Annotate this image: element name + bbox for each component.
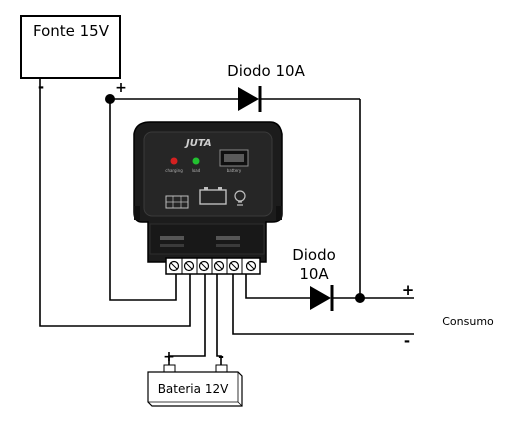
wire-source-positive	[109, 99, 177, 301]
controller-brand: JUTA	[184, 138, 212, 149]
led-red-label: charging	[165, 168, 183, 173]
power-source-label: Fonte 15V	[33, 22, 110, 40]
diode-bottom-label-line1: Diodo	[292, 246, 336, 264]
battery-icon	[199, 187, 227, 205]
source-minus-sign: -	[38, 78, 44, 96]
solar-panel-icon	[165, 195, 189, 209]
battery-label: Bateria 12V	[158, 382, 229, 396]
battery-plus-sign: +	[163, 349, 175, 365]
wire-source-negative	[39, 78, 191, 327]
led-green-icon	[192, 157, 200, 165]
diode-top	[238, 86, 262, 112]
battery-minus-sign: -	[218, 349, 224, 365]
terminal-block	[165, 257, 261, 275]
load-label: Consumo	[442, 315, 494, 328]
wire-load-negative	[232, 272, 414, 335]
diode-bottom	[310, 285, 334, 311]
wire-battery-negative	[216, 272, 222, 370]
source-plus-sign: +	[115, 80, 127, 96]
junction-dot	[105, 94, 115, 104]
load-minus-sign: -	[404, 332, 410, 350]
lamp-icon	[234, 190, 246, 206]
load-plus-sign: +	[402, 281, 415, 299]
power-source-box	[20, 15, 121, 79]
led-green-label: load	[192, 168, 201, 173]
led-red-icon	[170, 157, 178, 165]
wires	[39, 78, 414, 370]
wire-load-positive-left	[245, 272, 310, 299]
charge-controller: JUTA charging load battery	[133, 121, 283, 263]
display-label: battery	[227, 168, 242, 173]
junction-dot	[355, 293, 365, 303]
battery	[147, 364, 243, 407]
wire-battery-positive	[168, 272, 206, 370]
diode-top-label: Diodo 10A	[227, 62, 305, 80]
diode-bottom-label-line2: 10A	[299, 265, 329, 283]
